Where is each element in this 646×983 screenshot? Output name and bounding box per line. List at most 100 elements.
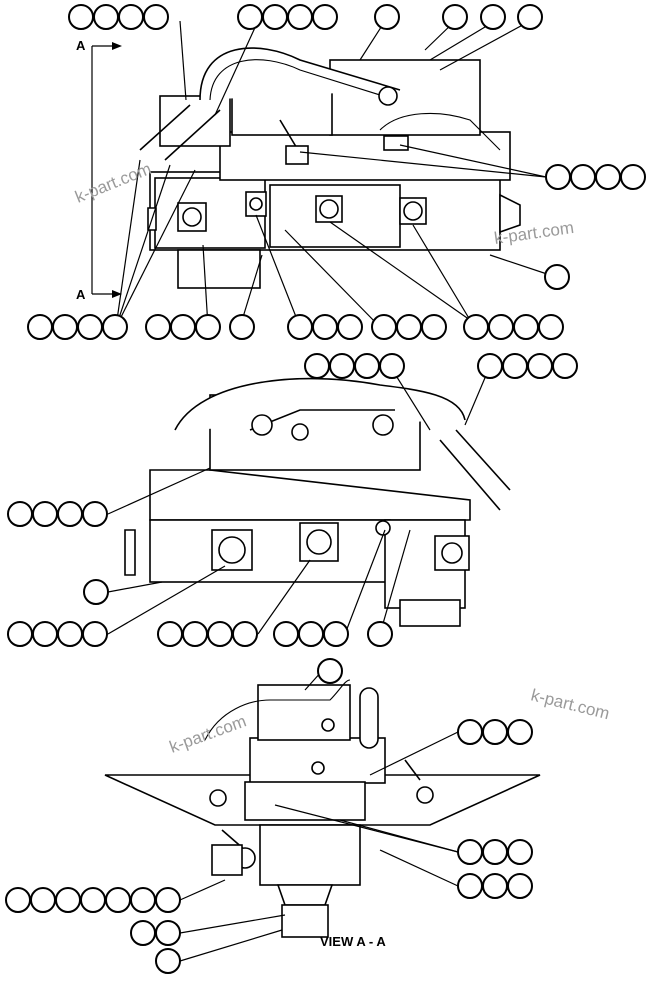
end-cap-right (499, 193, 521, 234)
valve-port (378, 86, 398, 106)
callout-balloon[interactable] (545, 164, 571, 190)
lower-housing (177, 249, 261, 289)
callout-balloon[interactable] (262, 4, 288, 30)
callout-balloon[interactable] (298, 621, 324, 647)
callout-balloon[interactable] (312, 4, 338, 30)
callout-balloon[interactable] (82, 621, 108, 647)
callout-balloon[interactable] (182, 621, 208, 647)
callout-balloon[interactable] (143, 4, 169, 30)
callout-balloon[interactable] (232, 621, 258, 647)
callout-balloon[interactable] (130, 887, 156, 913)
callout-balloon[interactable] (80, 887, 106, 913)
callout-balloon[interactable] (538, 314, 564, 340)
view-a-a: VIEW A - A k-part.com k-part.com (5, 658, 612, 974)
callout-balloon[interactable] (287, 4, 313, 30)
callout-balloon[interactable] (482, 839, 508, 865)
callout-balloon[interactable] (30, 887, 56, 913)
section-marker-bottom: A (76, 287, 86, 302)
view-label: VIEW A - A (320, 934, 386, 949)
upper-manifold (231, 89, 333, 136)
callout-balloon[interactable] (130, 920, 156, 946)
callout-balloon[interactable] (32, 501, 58, 527)
callout-balloon[interactable] (463, 314, 489, 340)
callout-group-top-left (68, 4, 169, 30)
callout-balloon[interactable] (379, 353, 405, 379)
callout-balloon[interactable] (155, 920, 181, 946)
callout-balloon[interactable] (195, 314, 221, 340)
left-fitting-block (159, 95, 231, 147)
callout-balloon[interactable] (77, 314, 103, 340)
callout-balloon[interactable] (488, 314, 514, 340)
callout-balloon[interactable] (27, 314, 53, 340)
callout-balloon[interactable] (229, 314, 255, 340)
callout-balloon[interactable] (477, 353, 503, 379)
callout-balloon[interactable] (57, 621, 83, 647)
callout-balloon[interactable] (83, 579, 109, 605)
callout-balloon[interactable] (552, 353, 578, 379)
callout-group-mid-left (7, 501, 109, 605)
callout-balloon[interactable] (507, 873, 533, 899)
flange-port-1 (177, 202, 207, 232)
callout-balloon[interactable] (329, 353, 355, 379)
callout-balloon[interactable] (7, 621, 33, 647)
callout-balloon[interactable] (118, 4, 144, 30)
callout-balloon[interactable] (93, 4, 119, 30)
callout-balloon[interactable] (145, 314, 171, 340)
callout-balloon[interactable] (595, 164, 621, 190)
section-marker-top: A (76, 38, 86, 53)
callout-balloon[interactable] (55, 887, 81, 913)
watermark: k-part.com (529, 685, 612, 723)
callout-balloon[interactable] (367, 621, 393, 647)
callout-balloon[interactable] (57, 501, 83, 527)
callout-balloon[interactable] (457, 873, 483, 899)
callout-balloon[interactable] (371, 314, 397, 340)
callout-balloon[interactable] (442, 4, 468, 30)
callout-balloon[interactable] (323, 621, 349, 647)
callout-balloon[interactable] (337, 314, 363, 340)
callout-balloon[interactable] (317, 658, 343, 684)
callout-balloon[interactable] (457, 719, 483, 745)
pipe-upright (359, 687, 379, 749)
callout-balloon[interactable] (570, 164, 596, 190)
callout-balloon[interactable] (237, 4, 263, 30)
callout-balloon[interactable] (68, 4, 94, 30)
callout-balloon[interactable] (354, 353, 380, 379)
callout-balloon[interactable] (155, 887, 181, 913)
callout-balloon[interactable] (7, 501, 33, 527)
top-assembly: A A (27, 4, 646, 340)
callout-balloon[interactable] (157, 621, 183, 647)
callout-balloon[interactable] (52, 314, 78, 340)
callout-balloon[interactable] (482, 719, 508, 745)
callout-balloon[interactable] (207, 621, 233, 647)
callout-balloon[interactable] (5, 887, 31, 913)
callout-balloon[interactable] (396, 314, 422, 340)
callout-balloon[interactable] (304, 353, 330, 379)
callout-balloon[interactable] (32, 621, 58, 647)
callout-balloon[interactable] (105, 887, 131, 913)
callout-balloon[interactable] (502, 353, 528, 379)
callout-balloon[interactable] (102, 314, 128, 340)
callout-balloon[interactable] (273, 621, 299, 647)
callout-balloon[interactable] (527, 353, 553, 379)
flange-mid-1 (211, 529, 253, 571)
callout-balloon[interactable] (544, 264, 570, 290)
flange-mid-2 (299, 522, 339, 562)
callout-balloon[interactable] (155, 948, 181, 974)
callout-balloon[interactable] (170, 314, 196, 340)
callout-balloon[interactable] (482, 873, 508, 899)
callout-balloon[interactable] (513, 314, 539, 340)
callout-balloon[interactable] (517, 4, 543, 30)
callout-balloon[interactable] (507, 719, 533, 745)
callout-balloon[interactable] (82, 501, 108, 527)
callout-balloon[interactable] (620, 164, 646, 190)
callout-balloon[interactable] (374, 4, 400, 30)
callout-balloon[interactable] (421, 314, 447, 340)
pump-housing-mid (149, 519, 391, 583)
flange-mid-3 (434, 535, 470, 571)
callout-balloon[interactable] (480, 4, 506, 30)
callout-balloon[interactable] (507, 839, 533, 865)
callout-balloon[interactable] (312, 314, 338, 340)
callout-balloon[interactable] (457, 839, 483, 865)
callout-balloon[interactable] (287, 314, 313, 340)
tube-angled-left (139, 104, 191, 151)
